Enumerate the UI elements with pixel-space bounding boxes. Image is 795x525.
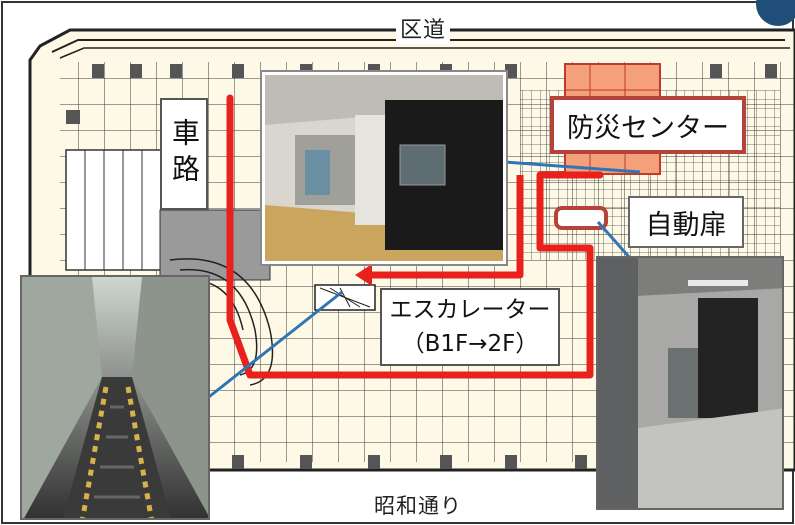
- disaster-center-text: 防災センター: [567, 112, 729, 144]
- automatic-door-marker: [554, 206, 608, 230]
- escalator-label-line2: （B1F→2F）: [401, 331, 539, 357]
- leader-lines: [204, 160, 641, 402]
- corridor-photo: [260, 70, 508, 266]
- vehicle-ramp-area: [159, 209, 271, 281]
- automatic-door-text: 自動扉: [645, 209, 727, 241]
- disaster-center-label: 防災センター: [550, 96, 746, 154]
- route-arrow: [355, 264, 372, 286]
- automatic-door-label: 自動扉: [628, 196, 744, 248]
- street-label-bottom: 昭和通り: [374, 494, 462, 518]
- route-line: [226, 94, 604, 379]
- corner-marker-icon: [756, 0, 795, 26]
- street-label-top: 区道: [396, 12, 451, 44]
- escalator-photo: [20, 275, 210, 520]
- escalator-label-line1: エスカレーター: [389, 297, 551, 323]
- route-branch: [365, 175, 524, 279]
- escalator-label: エスカレーター （B1F→2F）: [380, 288, 560, 366]
- road-label: 車路: [160, 98, 208, 210]
- hallway-photo: [596, 256, 784, 510]
- road-label-text: 車路: [168, 118, 201, 190]
